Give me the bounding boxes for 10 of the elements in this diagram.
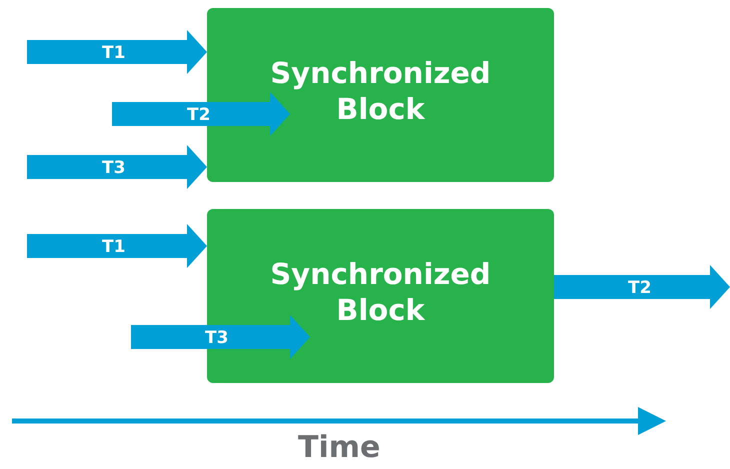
block-arrow — [112, 92, 290, 136]
block-arrow — [554, 265, 730, 309]
block-arrow — [27, 30, 207, 74]
box-title: Synchronized Block — [269, 55, 492, 127]
axis-label: Time — [298, 430, 380, 465]
process-box — [207, 8, 554, 182]
process-box — [207, 209, 554, 383]
box-title: Synchronized Block — [269, 256, 492, 328]
block-arrow — [27, 224, 207, 268]
block-arrow — [27, 145, 207, 189]
